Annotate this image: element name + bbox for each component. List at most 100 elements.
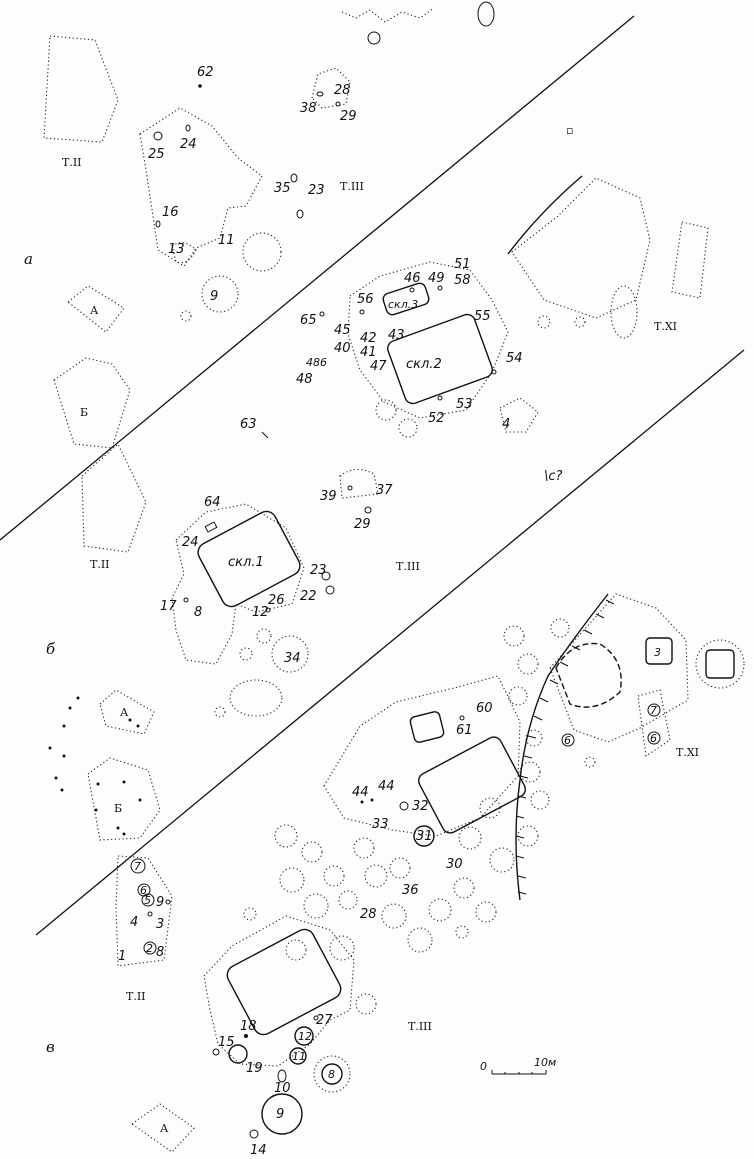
pit-outline [695,639,745,689]
pit-outline [321,571,331,581]
feature-label: 9 [156,895,164,910]
feature-label: 55 [474,309,491,324]
feature-label: 41 [360,345,377,360]
feature-label: 44 [352,785,369,800]
zone-label-t2: Т.II [62,156,82,169]
feature-label: 62 [197,65,214,80]
pit-outline [165,899,171,905]
feature-label: 25 [148,147,165,162]
feature-outline [339,468,379,499]
pit-outline [313,1015,319,1021]
feature-label: 48 [296,372,313,387]
panel-c: в Т.II 7 6 5 9 4 3 2 8 1 60 61 44 44 33 … [46,593,745,1158]
zone-label-t11: Т.XI [676,746,699,759]
dwelling-outline [511,177,651,319]
feature-label: 19 [246,1061,263,1076]
feature-label: 10 [274,1081,291,1096]
feature-ring [130,858,146,874]
pit-outline [359,309,365,315]
feature-label: 22 [300,589,317,604]
feature-label: 8 [194,605,202,620]
pit-outline [437,395,443,401]
pit-outline [212,1048,220,1056]
feature-label: 31 [416,829,433,844]
feature-label: 23 [308,183,325,198]
zone-label-t3: Т.III [396,560,420,573]
pit-outline [367,31,381,45]
feature-ring [561,733,575,747]
feature-label: 24 [180,137,197,152]
pit-outline [459,715,465,721]
dwelling-outline [203,915,355,1067]
storage-1 [197,510,301,608]
area-label-a: А [120,706,129,719]
scale-label: 10м [534,1056,556,1069]
feature-label: 58 [454,273,471,288]
feature-label: 42 [360,331,377,346]
feature-label: 63 [240,417,257,432]
feature-label: 52 [428,411,445,426]
feature-label: 7 [134,860,141,873]
pit-outline [491,369,497,375]
feature-label: 11 [292,1050,306,1063]
feature-label: 5 [144,894,151,907]
feature-ring [294,1026,314,1046]
feature-label: 40 [334,341,351,356]
pit-outline [335,101,341,107]
pit-outline [296,209,304,219]
feature-label: 18 [240,1019,257,1034]
pit-outline [180,310,192,322]
area-b-outline [53,357,131,449]
pit-outline [398,418,418,438]
divider-b-c [35,349,745,936]
feature-outline [637,689,671,757]
pit-outline [242,232,282,272]
feature-label: 34 [284,651,301,666]
divider-a-b [0,15,635,541]
feature-label: 27 [316,1013,333,1028]
storage-label-3: скл.3 [388,298,418,311]
feature-ring [289,1047,307,1065]
feature-label: 36 [402,883,419,898]
feature-label: 43 [388,328,405,343]
feature-label: 26 [268,593,285,608]
feature-label: 1 [118,949,126,964]
feature-label: 16 [162,205,179,220]
pit-outline [147,911,153,917]
scarp-ticks [515,599,615,895]
pit-outline [347,485,353,491]
pit-outline [316,91,324,97]
zone-label-t3: Т.III [408,1020,432,1033]
pit-outline [409,287,415,293]
storage-label-2: скл.2 [406,357,442,372]
feature-label: 3 [156,917,164,932]
feature-label: 47 [370,359,387,374]
dwelling-outline [323,675,521,837]
pit-outline [261,431,269,439]
feature-label: 9 [276,1107,284,1122]
pit-outline [375,399,397,421]
feature-label: 6 [650,732,657,745]
feature-label: 37 [376,483,393,498]
feature-label: 486 [306,356,327,369]
feature-label: 17 [160,599,177,614]
storage-label-1: скл.1 [228,555,264,570]
panel-c-letter: в [46,1038,55,1056]
storage-3 [382,282,430,316]
feature-ring [413,825,435,847]
zone-t2-outline [43,35,119,143]
pit-outline [313,1055,351,1093]
feature-label: 4 [130,915,138,930]
pit-outline [584,756,596,768]
storage-complex-outline [347,261,509,419]
storage-2 [387,313,493,405]
feature-label: 6 [564,734,571,747]
feature-label: 29 [340,109,357,124]
zone-label-t2: Т.II [90,558,110,571]
feature-label: 3 [654,646,661,659]
dwelling-outline [671,221,709,299]
feature-label: 2 [146,942,153,955]
area-label-a: А [160,1122,169,1135]
